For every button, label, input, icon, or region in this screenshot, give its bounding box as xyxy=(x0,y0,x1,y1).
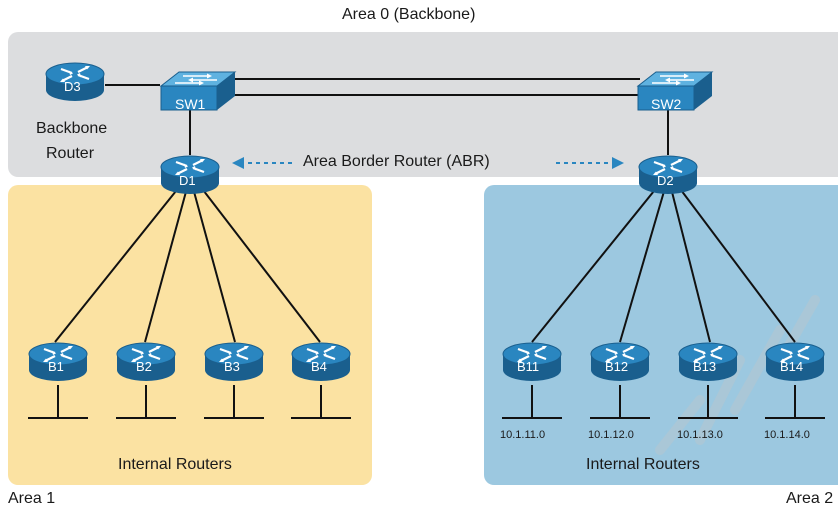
lan-segment-icon xyxy=(502,385,825,419)
subnet-label: 10.1.12.0 xyxy=(588,429,634,441)
area2-title: Area 2 xyxy=(786,490,834,507)
device-label-d1: D1 xyxy=(179,173,196,188)
watermark xyxy=(655,295,820,455)
subnet-label: 10.1.14.0 xyxy=(764,429,810,441)
device-label-b1: B1 xyxy=(48,359,64,374)
device-label-b12: B12 xyxy=(605,359,629,374)
abr-label: Area Border Router (ABR) xyxy=(303,153,490,170)
device-label-b4: B4 xyxy=(311,359,327,374)
device-label-d2: D2 xyxy=(657,173,674,188)
backbone-router-label: Router xyxy=(46,145,95,162)
area1-region xyxy=(8,185,372,485)
area2-links xyxy=(531,185,796,343)
device-label-b13: B13 xyxy=(693,359,717,374)
area2-region xyxy=(484,185,838,485)
backbone-links xyxy=(105,78,669,155)
device-label-d3: D3 xyxy=(64,79,81,94)
lan-segment-icon xyxy=(28,385,351,419)
backbone-area-title: Area 0 (Backbone) xyxy=(342,6,476,23)
device-label-b14: B14 xyxy=(780,359,804,374)
backbone-router-label: Backbone xyxy=(36,120,108,137)
device-label-sw2: SW2 xyxy=(651,96,682,112)
device-label-b2: B2 xyxy=(136,359,152,374)
subnet-label: 10.1.11.0 xyxy=(500,429,546,441)
internal-routers-label-area2: Internal Routers xyxy=(586,456,700,473)
backbone-area xyxy=(8,32,838,177)
area1-title: Area 1 xyxy=(8,490,56,507)
area1-links xyxy=(54,185,321,343)
subnet-label: 10.1.13.0 xyxy=(677,429,723,441)
device-label-sw1: SW1 xyxy=(175,96,206,112)
device-label-b3: B3 xyxy=(224,359,240,374)
device-label-b11: B11 xyxy=(517,359,540,374)
internal-routers-label-area1: Internal Routers xyxy=(118,456,232,473)
abr-arrow xyxy=(232,157,624,169)
